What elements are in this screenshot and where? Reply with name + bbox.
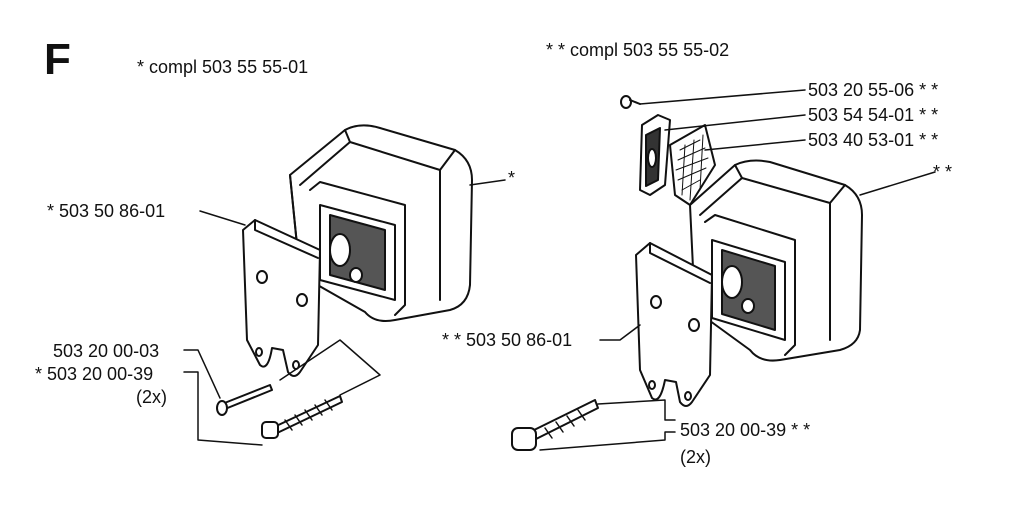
left-assembly-label: * compl 503 55 55-01 (137, 57, 309, 77)
right-muffler-mark: * * (933, 162, 953, 182)
right-part2-label: 503 54 54-01 * * (808, 105, 939, 125)
left-screw-b-label: * 503 20 00-39 (35, 364, 154, 384)
left-screws (216, 384, 343, 439)
right-muffler (689, 159, 863, 362)
right-part1-label: 503 20 55-06 * * (808, 80, 939, 100)
right-assembly-label: * * compl 503 55 55-02 (546, 40, 730, 60)
right-screw-qty: (2x) (680, 447, 711, 467)
left-leader-lines (183, 179, 506, 446)
right-screw-label: 503 20 00-39 * * (680, 420, 811, 440)
right-screen-mesh (669, 124, 716, 206)
left-muffler-mark: * (508, 168, 516, 188)
right-cover-plate (639, 114, 671, 196)
left-screw-a-label: 503 20 00-03 (53, 341, 160, 361)
right-screw (511, 399, 599, 451)
right-gasket-plate (635, 242, 713, 407)
right-gasket-label: * * 503 50 86-01 (442, 330, 573, 350)
left-screw-b-qty: (2x) (136, 387, 167, 407)
left-gasket-label: * 503 50 86-01 (47, 201, 166, 221)
right-leader-lines (539, 89, 936, 451)
left-muffler (289, 124, 473, 322)
right-small-screw (620, 95, 641, 109)
section-letter: F (44, 35, 71, 84)
right-part3-label: 503 40 53-01 * * (808, 130, 939, 150)
left-gasket-plate (242, 219, 321, 377)
